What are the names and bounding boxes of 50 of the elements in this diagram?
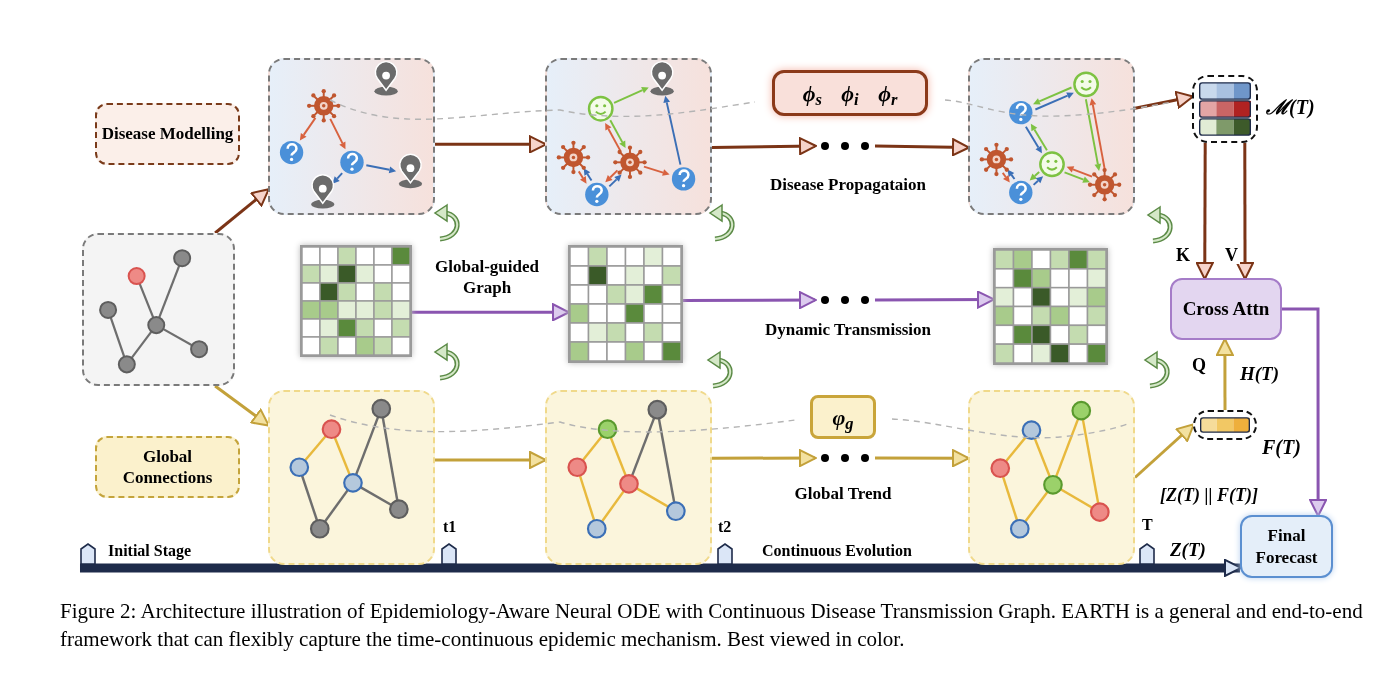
math-label: Z(T): [1170, 538, 1206, 562]
time-label: T: [1142, 515, 1153, 535]
arrow: [874, 138, 970, 157]
node-label: Disease Modelling: [101, 123, 234, 145]
stage-label: Initial Stage: [108, 541, 192, 562]
arrow: [875, 449, 970, 468]
math-label: H(T): [1240, 362, 1280, 386]
node-label: Final Forecast: [1254, 525, 1319, 568]
node-label: Global Connections: [121, 445, 214, 489]
arrow: [1134, 423, 1195, 479]
node-label: φ$_{g}$: [832, 403, 854, 434]
module-box: [95, 103, 240, 165]
node-label: ϕ$_{s}$ ϕ$_{i}$ ϕ$_{r}$: [802, 79, 898, 110]
flow-label: Global Trend: [793, 483, 893, 505]
stage-label: Continuous Evolution: [762, 541, 912, 561]
time-label: t2: [718, 517, 732, 537]
arrow: [214, 188, 270, 235]
flow-label: Disease Propagataion: [769, 174, 927, 196]
time-label: t1: [443, 517, 457, 537]
arrow: [435, 451, 547, 469]
arrow: [711, 137, 817, 156]
edge-label: Q: [1190, 356, 1208, 374]
arrow: [80, 558, 1242, 577]
arrow: [1195, 143, 1214, 280]
embedding-block: [1193, 410, 1257, 440]
output-box: [1240, 515, 1333, 578]
figure-caption: Figure 2: Architecture illustration of Epidemiology-Aware Neural ODE with Continuous Disease Transmission Graph. EARTH is a general and end-to-end framework that can flexibly capture the time-continuous epidemic mechanism. Best viewed in color.: [60, 598, 1364, 653]
edge-label: K: [1174, 246, 1192, 264]
flow-label: Global-guided Graph: [434, 256, 540, 299]
arrow: [875, 290, 995, 309]
parameter-box: [772, 70, 928, 116]
embedding-block: [1192, 75, 1258, 143]
attention-box: [1170, 278, 1282, 340]
arrow: [1134, 90, 1194, 110]
arrow: [1236, 143, 1254, 280]
parameter-box: [810, 395, 876, 439]
arrow: [712, 449, 817, 468]
math-label: ℳ(T): [1266, 95, 1315, 121]
module-box: [95, 436, 240, 498]
math-label: F(T): [1262, 435, 1301, 461]
flow-label: Dynamic Transmission: [763, 319, 933, 341]
edge-label: V: [1223, 246, 1240, 264]
arrow: [683, 291, 817, 310]
arrow: [1215, 338, 1234, 410]
node-label: Cross Attn: [1181, 297, 1271, 321]
arrow: [412, 303, 570, 322]
math-label: [Z(T) || F(T)]: [1160, 484, 1258, 507]
arrow: [214, 384, 270, 427]
arrow: [1282, 307, 1328, 517]
arrow: [435, 135, 547, 154]
